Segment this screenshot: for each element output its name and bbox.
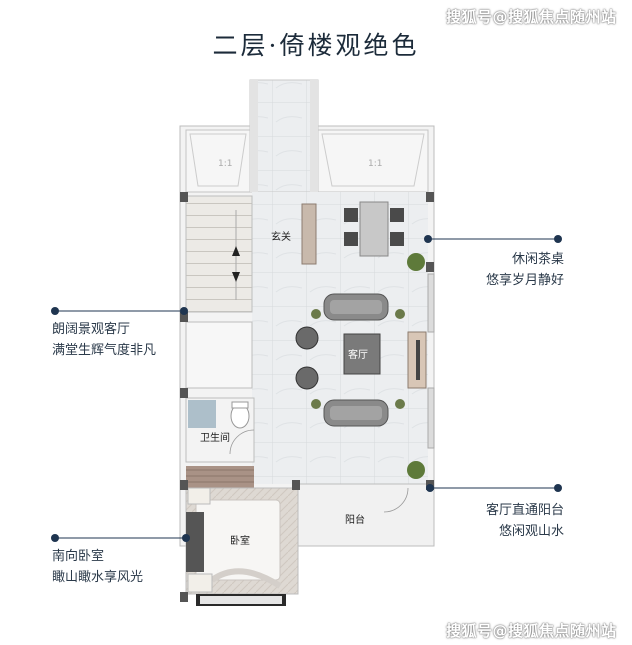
balcony: [297, 483, 435, 547]
storage-room: [185, 321, 253, 389]
callout-bedroom: 南向卧室 瞰山瞰水享风光: [52, 546, 143, 588]
armchair-2: [295, 366, 319, 390]
leader-bedroom-dot-end: [182, 534, 190, 542]
callout-living-line2: 满堂生辉气度非凡: [52, 343, 157, 358]
tea-chair-1: [344, 208, 358, 222]
room-label-bathroom: 卫生间: [200, 431, 230, 444]
tea-chair-3: [390, 208, 404, 222]
bed-headboard: [186, 512, 204, 572]
wardrobe: [186, 466, 254, 488]
tea-chair-4: [390, 232, 404, 246]
room-label-balcony: 阳台: [345, 513, 365, 526]
terrace-mark-right: 1:1: [368, 159, 382, 169]
shower-area: [188, 400, 216, 428]
tea-chair-2: [344, 232, 358, 246]
callout-tea: 休闲茶桌 悠享岁月静好: [486, 249, 564, 291]
top-corridor: [249, 79, 319, 193]
leader-balcony-dot-start: [426, 484, 434, 492]
callout-living: 朗阔景观客厅 满堂生辉气度非凡: [52, 319, 156, 361]
leader-balcony-dot-end: [554, 484, 562, 492]
stair-arrow-up: [232, 246, 240, 256]
leader-living-dot-end: [180, 307, 188, 315]
watermark-bottom: 搜狐号@搜狐焦点随州站: [446, 622, 617, 640]
plant-2: [407, 461, 425, 479]
callout-balcony-line2: 悠闲观山水: [498, 524, 564, 539]
callout-living-line1: 朗阔景观客厅: [52, 322, 131, 337]
terrace-left: [185, 129, 251, 193]
page-title: 二层·倚楼观绝色: [212, 31, 420, 60]
staircase: [185, 195, 253, 313]
callout-tea-line2: 悠享岁月静好: [486, 273, 565, 288]
armchair-1: [295, 326, 319, 350]
callout-balcony-line1: 客厅直通阳台: [485, 503, 564, 518]
callout-balcony: 客厅直通阳台 悠闲观山水: [470, 500, 564, 542]
watermark-top: 搜狐号@搜狐焦点随州站: [446, 8, 617, 26]
leader-living-dot-start: [51, 307, 59, 315]
room-label-foyer: 玄关: [271, 230, 291, 243]
callout-bedroom-line1: 南向卧室: [52, 549, 105, 564]
coffee-table: [343, 333, 381, 375]
leader-tea-dot-end: [554, 235, 562, 243]
room-label-living: 客厅: [348, 348, 368, 361]
leader-bedroom-dot-start: [51, 534, 59, 542]
leader-tea-dot-start: [424, 235, 432, 243]
terrace-mark-left: 1:1: [218, 159, 232, 169]
tea-table: [359, 201, 389, 257]
callout-bedroom-line2: 瞰山瞰水享风光: [52, 570, 144, 585]
callout-tea-line1: 休闲茶桌: [511, 252, 564, 267]
room-label-bedroom: 卧室: [230, 534, 250, 547]
plant-1: [407, 253, 425, 271]
foyer-cabinet: [301, 203, 317, 265]
stair-arrow-down: [232, 272, 240, 282]
